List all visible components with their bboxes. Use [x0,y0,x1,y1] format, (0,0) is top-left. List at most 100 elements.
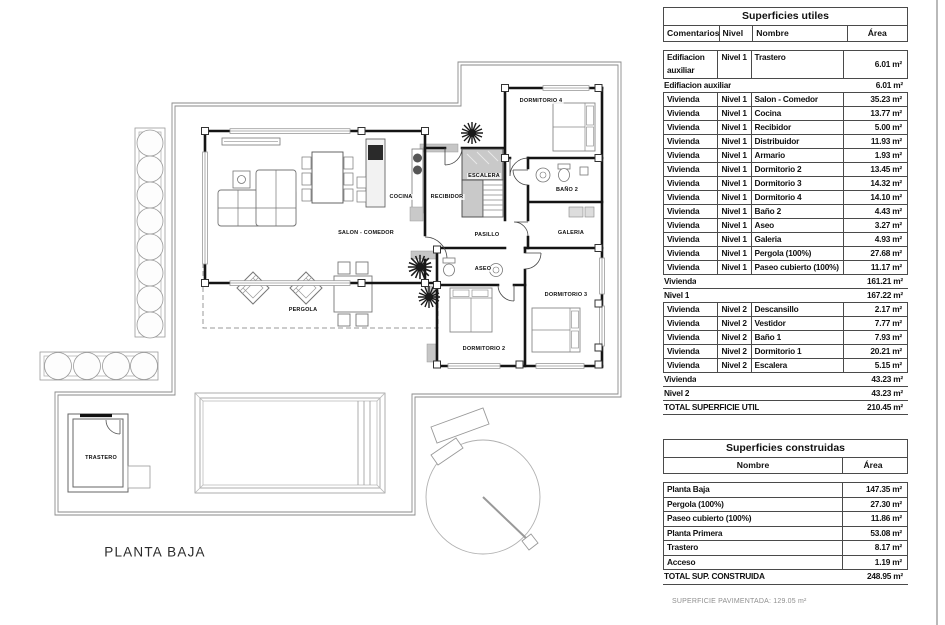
table-cell: Nivel 1 [717,177,750,190]
room-label-salon-comedor: SALON - COMEDOR [337,230,395,236]
table-cell: 11.93 m² [842,135,907,148]
terrace-step [430,407,490,444]
table-cell: Nivel 1 [717,93,750,106]
table-cell: Nivel 1 [717,247,750,260]
table-cell: Dormitorio 1 [750,345,843,358]
table-cell: Aseo [750,219,843,232]
palm-icon [407,254,433,280]
table-cell: 35.23 m² [842,93,907,106]
table-cell: Vivienda [667,220,700,230]
room-label-dormitorio-2: DORMITORIO 2 [461,346,507,352]
door-arc [105,419,121,435]
windows [202,85,605,369]
table-cell: Vivienda [667,234,700,244]
table-cell: 13.45 m² [842,163,907,176]
palm-icon [460,121,484,145]
column-header: Nombre [736,460,770,470]
room-label-dormitorio-4: DORMITORIO 4 [518,98,564,104]
table-cell: Vivienda [667,318,700,328]
table-row: Pergola (100%)27.30 m² [663,497,908,512]
table-cell: 1.93 m² [842,149,907,162]
table-cell: 161.21 m² [866,276,903,286]
table-cell: 14.10 m² [842,191,907,204]
table-cell: 4.93 m² [842,233,907,246]
table-cell: Acceso [667,556,696,567]
table-cell: Dormitorio 4 [750,191,843,204]
table-cell: 27.30 m² [842,497,907,511]
table-cell: 5.00 m² [842,121,907,134]
table-cell: Nivel 2 [664,388,690,398]
lounge-chair-icon [289,271,323,305]
table-title: Superficies construidas [663,439,908,458]
dining-table-icon [301,151,354,204]
table-cell: Nivel 1 [717,107,750,120]
stairs-icon [461,148,504,218]
terrace-step [430,437,464,466]
room-label-recibidor: RECIBIDOR [429,194,465,200]
column-header: Nivel [718,26,753,41]
table-cell: Cocina [750,107,843,120]
table-cell: Salon - Comedor [750,93,843,106]
table-cell: Dormitorio 3 [750,177,843,190]
table-cell: Galeria [750,233,843,246]
table-cell: Vivienda [667,206,700,216]
table-cell: Trastero [667,542,699,552]
table-cell: Nivel 1 [717,205,750,218]
table-cell: 14.32 m² [842,177,907,190]
table-cell: Vivienda [667,136,700,146]
column-header: Área [846,26,907,41]
room-label-dormitorio-3: DORMITORIO 3 [543,292,589,298]
table-cell: Vivienda [667,262,700,272]
table-cell: Vivienda [667,360,700,370]
table-cell: Vivienda [667,164,700,174]
table-cell: Vivienda [667,150,700,160]
superficies-construidas-table: Superficies construidas Nombre Área Plan… [663,439,908,605]
table-cell: Recibidor [750,121,843,134]
table-title: Superficies utiles [663,7,908,26]
table-cell: TOTAL SUPERFICIE UTIL [664,402,760,412]
table-cell: Vivienda [667,332,700,342]
table-cell: 167.22 m² [866,290,903,300]
pergola-area [202,261,439,329]
bed-icon-dorm3 [531,307,581,353]
pool-steps [357,401,371,485]
table-cell: 27.68 m² [842,247,907,260]
table-cell: Nivel 2 [717,345,750,358]
table-cell: Nivel 1 [717,163,750,176]
table-cell: Baño 1 [750,331,843,344]
table-cell: Armario [750,149,843,162]
table-cell: 11.86 m² [842,512,907,526]
table-cell: 2.17 m² [842,303,907,316]
table-cell: Nivel 2 [717,359,750,372]
outdoor-table-icon [333,261,373,327]
table-cell: Vivienda [667,192,700,202]
bed-icon-dorm2 [449,287,493,333]
sink-icon [413,153,422,163]
kitchen-icons [356,138,424,222]
table-cell: Vivienda [664,276,697,286]
table-cell: Pergola (100%) [750,247,843,260]
table-cell: Vivienda [667,248,700,258]
table-cell: 210.45 m² [866,402,903,412]
column-header: Área [842,458,903,473]
table-cell: Nivel 2 [717,331,750,344]
plan-title: PLANTA BAJA [104,544,206,560]
room-label-cocina: COCINA [388,194,414,200]
sheet-right-border [936,0,938,625]
table-row: TOTAL SUPERFICIE UTIL 210.45 m² [663,401,908,415]
column-header: Nombre [752,26,846,41]
